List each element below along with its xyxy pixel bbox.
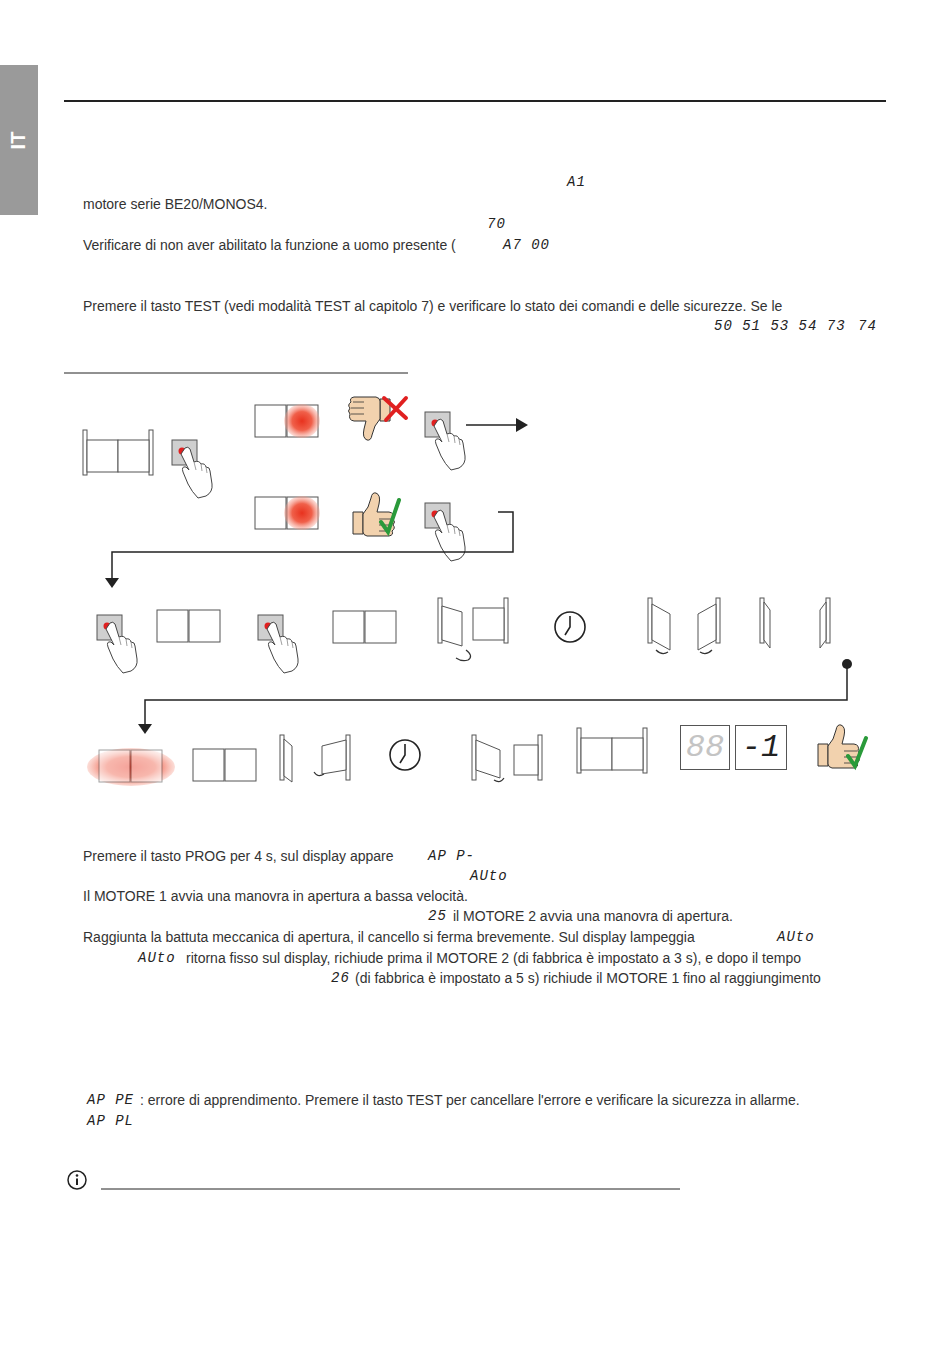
display-code: A1 bbox=[567, 172, 586, 192]
display-code: 74 bbox=[858, 316, 877, 336]
gate-left-opening bbox=[438, 598, 508, 661]
button bbox=[172, 440, 212, 498]
flow-line bbox=[112, 512, 513, 580]
body-text: : errore di apprendimento. Premere il ta… bbox=[140, 1090, 800, 1110]
rule bbox=[64, 373, 408, 374]
display-digit: -1 bbox=[735, 725, 787, 770]
display-code: AUto bbox=[777, 927, 815, 947]
gate-both-opening bbox=[648, 598, 720, 654]
lamp-pair bbox=[99, 750, 162, 782]
display-code: 70 bbox=[487, 214, 506, 234]
arrow-head bbox=[138, 724, 152, 734]
lamp-on bbox=[284, 404, 320, 438]
display-code: AUto bbox=[470, 866, 508, 886]
info-icon bbox=[68, 1171, 86, 1189]
gate-closed bbox=[577, 728, 647, 773]
language-tab: IT bbox=[0, 65, 38, 215]
rule bbox=[64, 100, 886, 102]
arrow-head bbox=[516, 418, 528, 432]
gate-left-closing bbox=[472, 735, 542, 782]
lamp-glow bbox=[87, 748, 175, 786]
clock bbox=[390, 740, 420, 770]
body-text: Il MOTORE 1 avvia una manovra in apertur… bbox=[83, 886, 468, 906]
display-code: AP PL bbox=[87, 1111, 134, 1131]
body-text: ritorna fisso sul display, richiude prim… bbox=[186, 948, 801, 968]
display-code: 50 51 53 54 73 bbox=[714, 316, 846, 336]
rule bbox=[101, 1189, 680, 1190]
arrow bbox=[466, 424, 520, 426]
gate-closed bbox=[83, 430, 153, 475]
display-text: 88 bbox=[686, 729, 724, 766]
flow-line bbox=[145, 664, 847, 726]
display-code: 26 bbox=[331, 968, 350, 988]
clock bbox=[555, 612, 585, 642]
gate-right-closing bbox=[280, 735, 350, 782]
display-code: AUto bbox=[138, 948, 176, 968]
lamp-pair bbox=[157, 610, 220, 642]
body-text: (di fabbrica è impostato a 5 s) richiude… bbox=[355, 968, 821, 988]
body-text: Raggiunta la battuta meccanica di apertu… bbox=[83, 927, 695, 947]
thumb-down bbox=[349, 397, 391, 440]
lamp-pair bbox=[193, 749, 256, 781]
body-text: Premere il tasto PROG per 4 s, sul displ… bbox=[83, 846, 393, 866]
button bbox=[425, 412, 465, 470]
body-text: Verificare di non aver abilitato la funz… bbox=[83, 235, 456, 255]
body-text: il MOTORE 2 avvia una manovra di apertur… bbox=[453, 906, 733, 926]
display-code: A7 00 bbox=[503, 235, 550, 255]
display-code: 25 bbox=[428, 906, 447, 926]
display-code: AP PE bbox=[87, 1090, 134, 1110]
button bbox=[258, 615, 298, 673]
check-mark bbox=[381, 500, 399, 532]
check-mark bbox=[848, 738, 866, 766]
tab-label: IT bbox=[8, 131, 31, 149]
display-digit: 88 bbox=[680, 725, 730, 770]
body-text: motore serie BE20/MONOS4. bbox=[83, 194, 267, 214]
body-text: Premere il tasto TEST (vedi modalità TES… bbox=[83, 296, 782, 316]
button bbox=[97, 615, 137, 673]
cross-mark bbox=[384, 398, 406, 420]
gate-open bbox=[760, 598, 830, 648]
arrow-head bbox=[105, 578, 119, 588]
lamp-pair bbox=[333, 611, 396, 643]
display-text: -1 bbox=[742, 729, 780, 766]
lamp-on bbox=[284, 496, 320, 530]
display-code: AP P- bbox=[428, 846, 475, 866]
